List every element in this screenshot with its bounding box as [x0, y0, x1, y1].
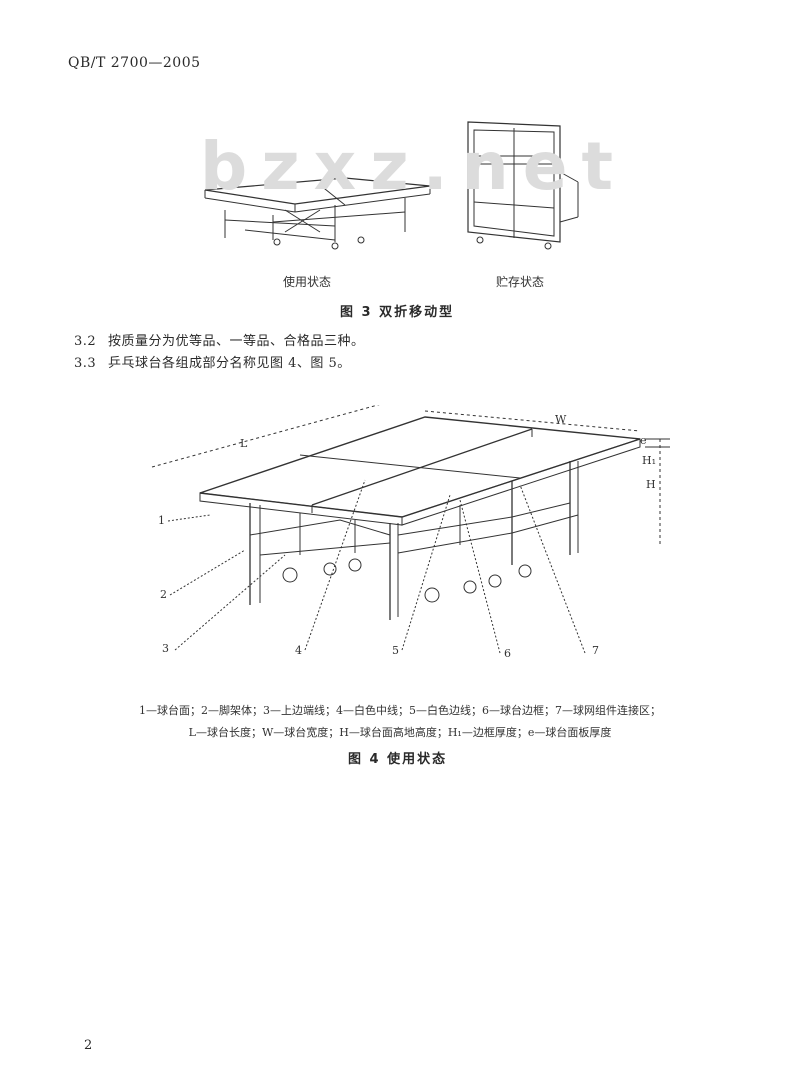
- clause-text: 乒乓球台各组成部分名称见图 4、图 5。: [108, 356, 351, 371]
- figure3-title: 图 3 双折移动型: [340, 305, 455, 320]
- standard-number-header: QB/T 2700—2005: [68, 55, 201, 71]
- figure3-right-caption: 贮存状态: [496, 275, 545, 289]
- dimension-label-L: L: [240, 437, 248, 450]
- figure4-title: 图 4 使用状态: [348, 752, 448, 767]
- dimension-label-W: W: [555, 413, 567, 426]
- callout-4: 4: [295, 644, 302, 657]
- figure4-legend-line1: 1—球台面；2—脚架体；3—上边端线；4—白色中线；5—白色边线；6—球台边框；…: [139, 704, 661, 717]
- figure3-left-caption: 使用状态: [283, 275, 332, 289]
- callout-5: 5: [392, 644, 399, 657]
- clause-text: 按质量分为优等品、一等品、合格品三种。: [108, 334, 365, 349]
- clause-3-2: 3.2 按质量分为优等品、一等品、合格品三种。: [74, 330, 365, 349]
- callout-1: 1: [158, 514, 165, 527]
- page-number: 2: [84, 1038, 93, 1053]
- figure4-legend-line2: L—球台长度；W—球台宽度；H—球台面高地高度；H₁—边框厚度；e—球台面板厚度: [188, 726, 612, 739]
- callout-2: 2: [160, 588, 167, 601]
- clause-number: 3.2: [74, 334, 97, 349]
- figure3-storage-drawing: [467, 121, 579, 250]
- dimension-label-H1: H₁: [642, 454, 657, 467]
- dimension-label-e: e: [640, 434, 647, 447]
- figure4-table-drawing: [151, 405, 670, 654]
- callout-6: 6: [504, 647, 511, 660]
- figure3-in-use-drawing: [204, 177, 431, 250]
- dimension-label-H: H: [646, 478, 656, 491]
- callout-7: 7: [592, 644, 599, 657]
- clause-number: 3.3: [74, 356, 97, 371]
- clause-3-3: 3.3 乒乓球台各组成部分名称见图 4、图 5。: [74, 352, 351, 371]
- callout-3: 3: [162, 642, 169, 655]
- watermark: bzxz.net: [200, 128, 628, 205]
